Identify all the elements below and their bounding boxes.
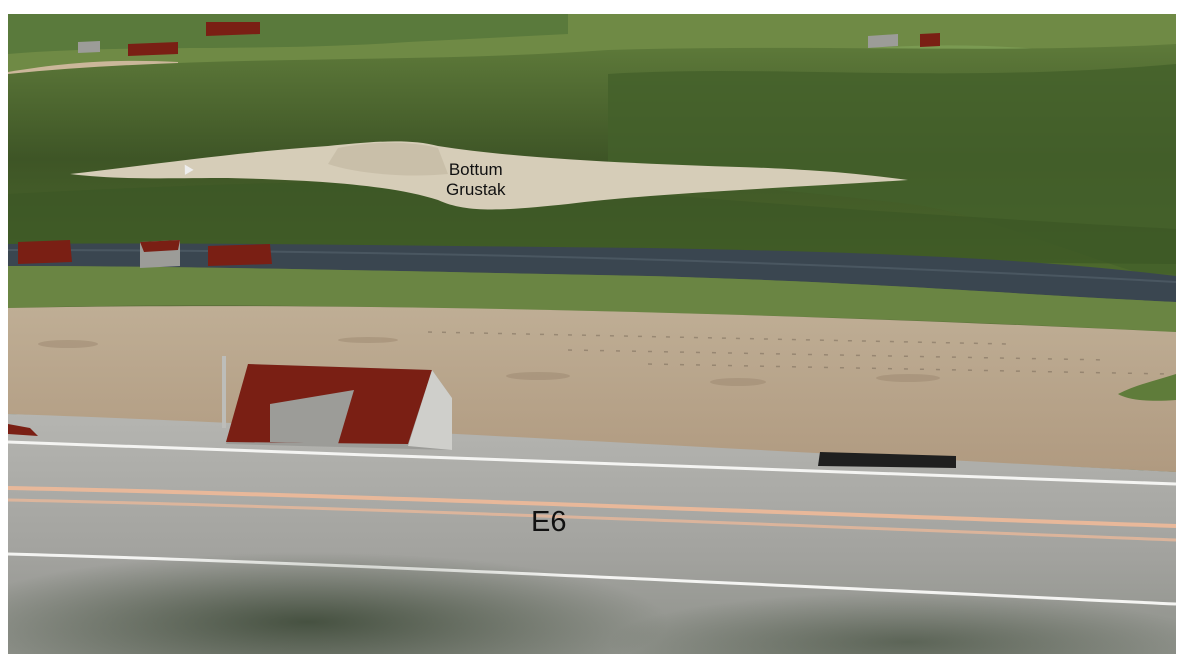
gravel-pit — [70, 141, 908, 210]
road-label: E6 — [531, 506, 567, 538]
map-3d-view[interactable]: Bottum Grustak E6 — [8, 14, 1176, 654]
quarry-label: Bottum Grustak — [446, 160, 506, 199]
quarry-label-line-1: Bottum — [448, 160, 503, 179]
riverbank-meadow — [8, 266, 1176, 332]
field — [8, 306, 1176, 472]
roadside-wall — [818, 452, 956, 468]
terrain-render — [8, 14, 1176, 654]
quarry-label-line-2: Grustak — [446, 179, 506, 199]
river — [8, 243, 1176, 302]
roadside-house — [222, 356, 452, 450]
farm-buildings — [18, 22, 940, 268]
tree-shadow — [8, 552, 668, 654]
